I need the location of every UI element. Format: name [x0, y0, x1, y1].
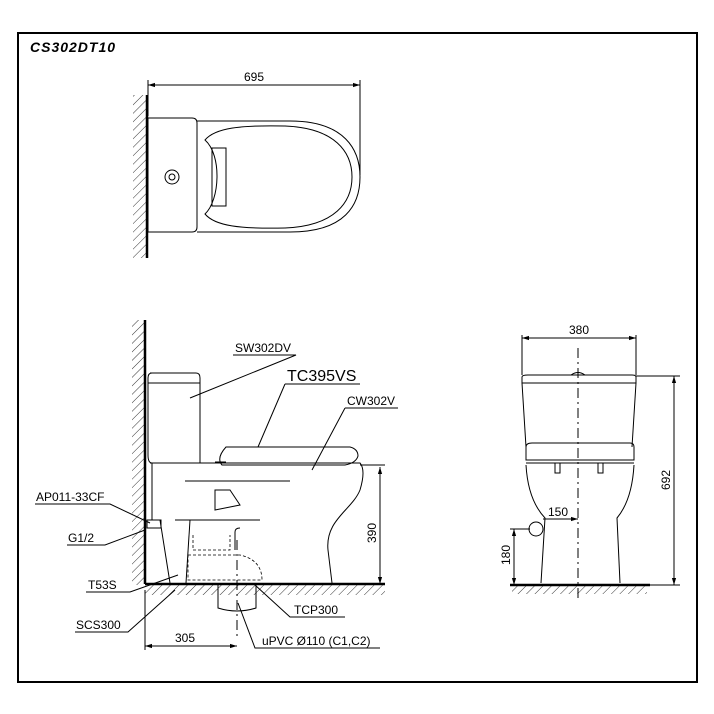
tank-side: [147, 372, 201, 464]
drawing-frame: [17, 32, 698, 683]
dim-width: 380: [569, 323, 589, 337]
dim-length: 695: [244, 70, 264, 84]
label-inlet: G1/2: [68, 531, 94, 545]
dim-rough-in: 305: [175, 631, 195, 645]
bowl-front: [525, 464, 635, 584]
dim-inlet-offset: 150: [548, 505, 568, 519]
side-view: 390 305 SW302DV TC395VS CW302V AP011-33C…: [35, 320, 398, 650]
connector-dotted: [187, 554, 263, 581]
dim-inlet-height: 180: [499, 545, 513, 565]
wall-hatch-side: [132, 320, 144, 585]
model-title: CS302DT10: [30, 39, 116, 55]
front-view: 380 692 150 180: [499, 323, 680, 600]
flush-button: [164, 169, 180, 185]
seat-front: [525, 442, 635, 461]
label-seat: TC395VS: [287, 368, 356, 385]
label-bowl: CW302V: [347, 394, 395, 408]
label-pipe: uPVC Ø110 (C1,C2): [262, 634, 371, 648]
dim-seat-height: 390: [365, 523, 379, 543]
label-fixing: T53S: [88, 578, 117, 592]
bowl-outline-top: [197, 120, 361, 233]
label-angle-valve: AP011-33CF: [36, 490, 104, 504]
inlet-front: [528, 521, 544, 537]
label-connector: TCP300: [294, 603, 338, 617]
dim-height: 692: [659, 470, 673, 490]
seat-side: [219, 446, 359, 466]
tank-front: [521, 382, 637, 448]
hinge: [211, 147, 227, 207]
drain-pipe: [217, 585, 257, 612]
wall-hatch: [133, 95, 146, 258]
top-view: 695: [133, 70, 361, 258]
seat-lid-top: [204, 125, 353, 229]
bowl-side: [150, 462, 364, 584]
label-tank: SW302DV: [235, 341, 291, 355]
angle-valve: [146, 519, 162, 529]
tank-front-lid: [521, 374, 637, 384]
tank-top: [147, 117, 198, 233]
label-sealing: SCS300: [76, 618, 121, 632]
